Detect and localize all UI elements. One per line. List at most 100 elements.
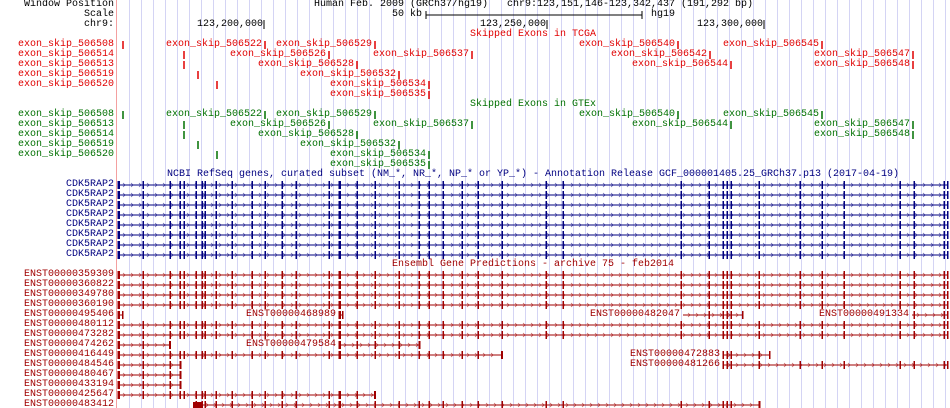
strand-arrow <box>589 402 593 408</box>
transcript-label[interactable]: ENST00000482047 <box>589 309 680 320</box>
exon-item-label[interactable]: exon_skip_506513 <box>17 119 114 130</box>
exon-item-label[interactable]: exon_skip_506542 <box>610 49 707 60</box>
exon-block <box>251 231 253 239</box>
transcript-label[interactable]: ENST00000495406 <box>23 309 114 320</box>
strand-arrow <box>498 322 502 328</box>
exon-item-label[interactable]: exon_skip_506535 <box>329 89 426 100</box>
exon-item-label[interactable]: exon_skip_506514 <box>17 49 114 60</box>
transcript-label[interactable]: ENST00000491334 <box>818 309 909 320</box>
exon-item-label[interactable]: exon_skip_506528 <box>257 59 354 70</box>
exon-block <box>913 311 915 319</box>
exon-block <box>722 321 724 329</box>
gene-label[interactable]: CDK5RAP2 <box>65 199 114 210</box>
strand-arrow <box>903 362 907 368</box>
exon-item-label[interactable]: exon_skip_506548 <box>813 129 910 140</box>
strand-arrow <box>154 382 158 388</box>
strand-arrow <box>362 282 366 288</box>
gene-label[interactable]: CDK5RAP2 <box>65 209 114 220</box>
strand-arrow <box>618 322 622 328</box>
exon-block <box>231 321 233 329</box>
strand-arrow <box>242 302 246 308</box>
exon-item-label[interactable]: exon_skip_506535 <box>329 159 426 170</box>
exon-item-label[interactable]: exon_skip_506548 <box>813 59 910 70</box>
refseq-track-title[interactable]: NCBI RefSeq genes, curated subset (NM_*,… <box>166 169 900 180</box>
gene-label[interactable]: CDK5RAP2 <box>65 219 114 230</box>
strand-arrow <box>578 232 582 238</box>
tcga-track-title[interactable]: Skipped Exons in TCGA <box>469 29 597 40</box>
exon-item-label[interactable]: exon_skip_506519 <box>17 139 114 150</box>
transcript-label[interactable]: ENST00000479584 <box>245 339 336 350</box>
exon-item-label[interactable]: exon_skip_506545 <box>722 109 819 120</box>
gene-label[interactable]: CDK5RAP2 <box>65 239 114 250</box>
transcript-label[interactable]: ENST00000480112 <box>23 319 114 330</box>
transcript-label[interactable]: ENST00000472883 <box>629 349 720 360</box>
exon-item-label[interactable]: exon_skip_506513 <box>17 59 114 70</box>
transcript-label[interactable]: ENST00000425647 <box>23 389 114 400</box>
exon-item-label[interactable]: exon_skip_506540 <box>578 109 675 120</box>
exon-item-label[interactable]: exon_skip_506534 <box>329 149 426 160</box>
transcript-label[interactable]: ENST00000484546 <box>23 359 114 370</box>
strand-arrow <box>746 212 750 218</box>
transcript-label[interactable]: ENST00000474262 <box>23 339 114 350</box>
transcript-label[interactable]: ENST00000416449 <box>23 349 114 360</box>
strand-arrow <box>242 352 246 358</box>
exon-item-label[interactable]: exon_skip_506537 <box>372 119 469 130</box>
exon-item-label[interactable]: exon_skip_506514 <box>17 129 114 140</box>
exon-item-label[interactable]: exon_skip_506529 <box>275 39 372 50</box>
gtex-track-title[interactable]: Skipped Exons in GTEx <box>469 99 597 110</box>
exon-item-label[interactable]: exon_skip_506540 <box>578 39 675 50</box>
exon-item-label[interactable]: exon_skip_506545 <box>722 39 819 50</box>
exon-item-label[interactable]: exon_skip_506529 <box>275 109 372 120</box>
exon-item-label[interactable]: exon_skip_506522 <box>165 109 262 120</box>
exon-block <box>338 341 341 349</box>
strand-arrow <box>754 192 758 198</box>
strand-arrow <box>538 252 542 258</box>
exon-item-label[interactable]: exon_skip_506520 <box>17 79 114 90</box>
exon-item-label[interactable]: exon_skip_506526 <box>229 119 326 130</box>
strand-arrow <box>474 212 478 218</box>
transcript-label[interactable]: ENST00000360190 <box>23 299 114 310</box>
exon-item-label[interactable]: exon_skip_506520 <box>17 149 114 160</box>
transcript-label[interactable]: ENST00000349780 <box>23 289 114 300</box>
transcript-label[interactable]: ENST00000480467 <box>23 369 114 380</box>
strand-arrow <box>258 272 262 278</box>
exon-item-label[interactable]: exon_skip_506547 <box>813 49 910 60</box>
strand-arrow <box>437 402 441 408</box>
exon-item-label[interactable]: exon_skip_506544 <box>631 59 728 70</box>
gene-label[interactable]: CDK5RAP2 <box>65 189 114 200</box>
transcript-label[interactable]: ENST00000468989 <box>245 309 336 320</box>
gene-label[interactable]: CDK5RAP2 <box>65 229 114 240</box>
exon-item-label[interactable]: exon_skip_506532 <box>299 69 396 80</box>
gene-label[interactable]: CDK5RAP2 <box>65 179 114 190</box>
exon-item-label[interactable]: exon_skip_506544 <box>631 119 728 130</box>
exon-item-label[interactable]: exon_skip_506534 <box>329 79 426 90</box>
strand-arrow <box>154 282 158 288</box>
exon-item-label[interactable]: exon_skip_506508 <box>17 39 114 50</box>
transcript-label[interactable]: ENST00000360822 <box>23 279 114 290</box>
transcript-label[interactable]: ENST00000433194 <box>23 379 114 390</box>
strand-arrow <box>538 292 542 298</box>
exon-block <box>295 331 297 339</box>
exon-item-label[interactable]: exon_skip_506526 <box>229 49 326 60</box>
exon-item-label[interactable]: exon_skip_506537 <box>372 49 469 60</box>
strand-arrow <box>330 252 334 258</box>
exon-item-label[interactable]: exon_skip_506528 <box>257 129 354 140</box>
transcript-label[interactable]: ENST00000359309 <box>23 269 114 280</box>
strand-arrow <box>154 182 158 188</box>
exon-item-label[interactable]: exon_skip_506547 <box>813 119 910 130</box>
transcript-label[interactable]: ENST00000481266 <box>629 359 720 370</box>
exon-item-label[interactable]: exon_skip_506508 <box>17 109 114 120</box>
transcript-label[interactable]: ENST00000473282 <box>23 329 114 340</box>
strand-arrow <box>834 272 838 278</box>
exon-block <box>117 321 120 329</box>
exon-item-label[interactable]: exon_skip_506519 <box>17 69 114 80</box>
exon-item-label[interactable]: exon_skip_506522 <box>165 39 262 50</box>
strand-arrow <box>498 232 502 238</box>
ensembl-track-title[interactable]: Ensembl Gene Predictions - archive 75 - … <box>391 259 675 270</box>
strand-arrow <box>693 402 697 408</box>
transcript-label[interactable]: ENST00000483412 <box>23 399 114 408</box>
gene-label[interactable]: CDK5RAP2 <box>65 249 114 260</box>
exon-item-label[interactable]: exon_skip_506532 <box>299 139 396 150</box>
exon-block <box>943 241 945 249</box>
